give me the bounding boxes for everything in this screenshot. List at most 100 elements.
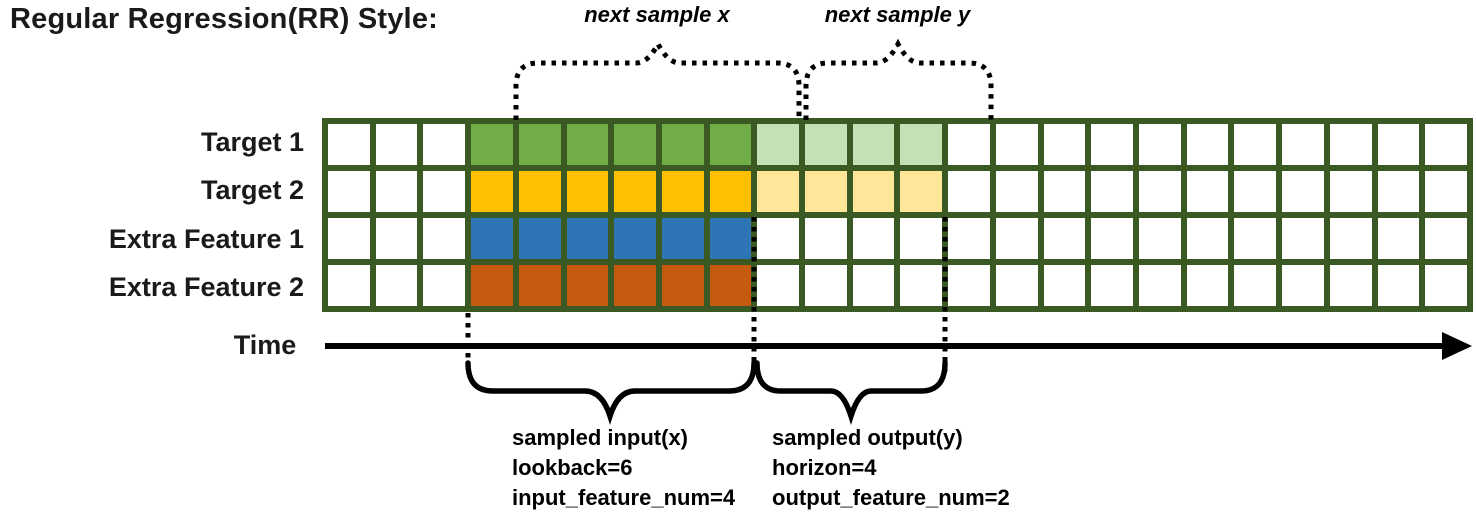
grid-cell bbox=[757, 124, 800, 165]
grid-cell bbox=[1377, 265, 1420, 306]
grid-cell bbox=[948, 218, 990, 259]
grid-cell bbox=[805, 124, 847, 165]
grid-cell bbox=[948, 265, 990, 306]
grid-cell bbox=[1329, 171, 1372, 212]
grid-cell bbox=[757, 265, 800, 306]
next-sample-x-label: next sample x bbox=[584, 2, 730, 27]
grid-cell bbox=[757, 171, 800, 212]
grid-cell bbox=[1377, 218, 1420, 259]
grid-cell bbox=[661, 124, 704, 165]
grid-cell bbox=[566, 218, 609, 259]
grid-cell bbox=[1329, 218, 1372, 259]
lookback-value: lookback=6 bbox=[512, 455, 633, 480]
grid-cell bbox=[1282, 218, 1324, 259]
grid-cell bbox=[1377, 124, 1420, 165]
grid-cell bbox=[423, 265, 466, 306]
grid-cell bbox=[852, 265, 895, 306]
grid-cell bbox=[709, 124, 752, 165]
grid-cell bbox=[614, 265, 656, 306]
grid-cell bbox=[614, 171, 656, 212]
grid-cell bbox=[757, 218, 800, 259]
grid-cell bbox=[1329, 124, 1372, 165]
grid-cell bbox=[1425, 124, 1467, 165]
grid-cell bbox=[1139, 218, 1181, 259]
grid-cell bbox=[948, 124, 990, 165]
output-feature-num-value: output_feature_num=2 bbox=[772, 485, 1010, 510]
grid-cell bbox=[805, 171, 847, 212]
grid-cell bbox=[1282, 171, 1324, 212]
next-sample-y-label: next sample y bbox=[824, 2, 971, 27]
grid-cell bbox=[518, 265, 561, 306]
grid-cell bbox=[709, 171, 752, 212]
diagram-title: Regular Regression(RR) Style: bbox=[10, 3, 438, 35]
grid-cell bbox=[375, 124, 418, 165]
grid-cell bbox=[995, 124, 1038, 165]
sampled-input-title: sampled input(x) bbox=[512, 425, 689, 450]
grid-cell bbox=[328, 265, 370, 306]
grid-cell bbox=[614, 218, 656, 259]
grid-cell bbox=[1091, 218, 1134, 259]
grid-cell bbox=[518, 218, 561, 259]
row-label-target-2: Target 2 bbox=[200, 175, 304, 206]
grid-cell bbox=[328, 124, 370, 165]
sampled-output-title: sampled output(y) bbox=[772, 425, 963, 450]
grid-cell bbox=[900, 265, 943, 306]
grid-cell bbox=[1139, 171, 1181, 212]
grid-cell bbox=[852, 171, 895, 212]
grid-cell bbox=[375, 265, 418, 306]
grid-cell bbox=[471, 265, 513, 306]
grid-cell bbox=[1186, 124, 1229, 165]
grid-cell bbox=[1234, 218, 1277, 259]
grid-cell bbox=[661, 218, 704, 259]
grid-cell bbox=[805, 265, 847, 306]
time-axis-label: Time bbox=[233, 330, 297, 360]
grid-cell bbox=[1186, 265, 1229, 306]
grid-cell bbox=[375, 171, 418, 212]
grid-cell bbox=[900, 124, 943, 165]
grid-cell bbox=[852, 218, 895, 259]
sampled-input-annotation: sampled input(x) lookback=6 input_featur… bbox=[512, 423, 735, 513]
grid-cell bbox=[805, 218, 847, 259]
grid-cell bbox=[852, 124, 895, 165]
grid-cell bbox=[1043, 124, 1086, 165]
grid-cell bbox=[1282, 265, 1324, 306]
grid-cell bbox=[518, 171, 561, 212]
grid-cell bbox=[995, 218, 1038, 259]
sampled-input-brace bbox=[465, 360, 757, 426]
grid-cell bbox=[1282, 124, 1324, 165]
grid-cell bbox=[518, 124, 561, 165]
grid-cell bbox=[423, 218, 466, 259]
grid-cell bbox=[423, 124, 466, 165]
row-labels: Target 1 Target 2 Extra Feature 1 Extra … bbox=[0, 118, 310, 312]
grid-cell bbox=[900, 218, 943, 259]
sampled-output-annotation: sampled output(y) horizon=4 output_featu… bbox=[772, 423, 1010, 513]
grid-cell bbox=[1425, 265, 1467, 306]
grid-cell bbox=[1043, 218, 1086, 259]
grid-cell bbox=[471, 218, 513, 259]
grid-cell bbox=[328, 171, 370, 212]
grid-cell bbox=[1091, 171, 1134, 212]
grid-cell bbox=[1234, 171, 1277, 212]
input-feature-num-value: input_feature_num=4 bbox=[512, 485, 736, 510]
row-label-extra-feature-1: Extra Feature 1 bbox=[108, 223, 304, 254]
grid-cell bbox=[566, 265, 609, 306]
grid-cell bbox=[1043, 171, 1086, 212]
grid-cell bbox=[948, 171, 990, 212]
grid-cell bbox=[375, 218, 418, 259]
grid-cell bbox=[995, 265, 1038, 306]
grid-cell bbox=[1234, 265, 1277, 306]
grid-cell bbox=[661, 171, 704, 212]
grid-cell bbox=[709, 265, 752, 306]
grid-cell bbox=[614, 124, 656, 165]
grid-cell bbox=[900, 171, 943, 212]
grid-cell bbox=[1186, 171, 1229, 212]
grid-cell bbox=[1091, 124, 1134, 165]
grid-cell bbox=[1377, 171, 1420, 212]
row-label-extra-feature-2: Extra Feature 2 bbox=[108, 272, 304, 303]
grid-cell bbox=[709, 218, 752, 259]
grid-cell bbox=[1139, 124, 1181, 165]
grid-cell bbox=[566, 171, 609, 212]
grid-cell bbox=[1425, 171, 1467, 212]
horizon-value: horizon=4 bbox=[772, 455, 877, 480]
